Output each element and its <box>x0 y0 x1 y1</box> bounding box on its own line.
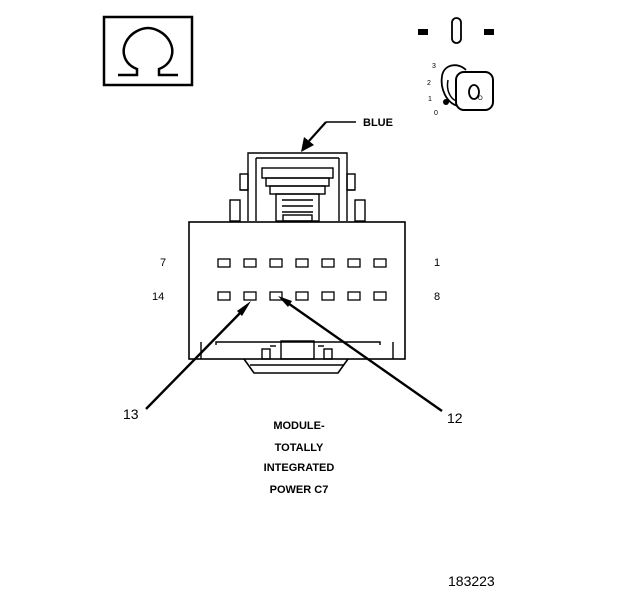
key-position-dot <box>443 99 449 105</box>
connector-color-label: BLUE <box>363 117 393 129</box>
position-mark-left <box>418 29 428 35</box>
terminal-cavity-6 <box>243 258 257 268</box>
pin-label-8: 8 <box>434 291 440 303</box>
terminal-cavity-1 <box>373 258 387 268</box>
terminal-cavity-7 <box>217 258 231 268</box>
terminal-cavity-5 <box>269 258 283 268</box>
figure-number: 183223 <box>448 573 495 589</box>
caption-line-2: TOTALLY <box>275 442 324 454</box>
key-slot-icon <box>451 17 462 44</box>
pin-13-arrowhead <box>237 301 251 316</box>
terminal-cavity-8 <box>373 291 387 301</box>
pin-13-callout: 13 <box>123 301 251 422</box>
key-hole <box>468 84 480 100</box>
pin-label-14: 14 <box>152 291 164 303</box>
caption-line-3: INTEGRATED <box>264 462 335 474</box>
callout-label-12: 12 <box>447 410 463 426</box>
terminal-cavity-3 <box>321 258 335 268</box>
position-mark-right <box>484 29 494 35</box>
pin-label-1: 1 <box>434 257 440 269</box>
terminal-cavity-12 <box>269 291 283 301</box>
terminal-cavity-13 <box>243 291 257 301</box>
omega-symbol <box>102 15 194 87</box>
ignition-switch-symbol: 3 2 1 0 O <box>418 17 494 117</box>
connector-caption: MODULE- TOTALLY INTEGRATED POWER C7 <box>264 420 335 496</box>
callout-arrowhead <box>301 137 314 152</box>
caption-line-4: POWER C7 <box>270 484 329 496</box>
pin-12-callout: 12 <box>278 296 463 426</box>
pin-12-arrowhead <box>278 296 292 307</box>
terminal-cavity-4 <box>295 258 309 268</box>
pin-label-7: 7 <box>160 257 166 269</box>
terminal-cavity-11 <box>295 291 309 301</box>
terminal-cavity-10 <box>321 291 335 301</box>
callout-label-13: 13 <box>123 406 139 422</box>
terminal-cavity-14 <box>217 291 231 301</box>
position-label-1: 1 <box>428 96 432 103</box>
position-label-3: 3 <box>432 63 436 70</box>
omega-icon <box>118 26 178 77</box>
terminal-cavity-2 <box>347 258 361 268</box>
color-callout: BLUE <box>301 117 393 152</box>
connector-housing <box>188 152 406 374</box>
key-letter: O <box>478 96 483 102</box>
position-label-2: 2 <box>427 80 431 87</box>
position-label-0: 0 <box>434 110 438 117</box>
key-head-icon <box>455 71 494 111</box>
terminal-cavities <box>217 258 387 301</box>
caption-line-1: MODULE- <box>273 420 325 432</box>
terminal-cavity-9 <box>347 291 361 301</box>
